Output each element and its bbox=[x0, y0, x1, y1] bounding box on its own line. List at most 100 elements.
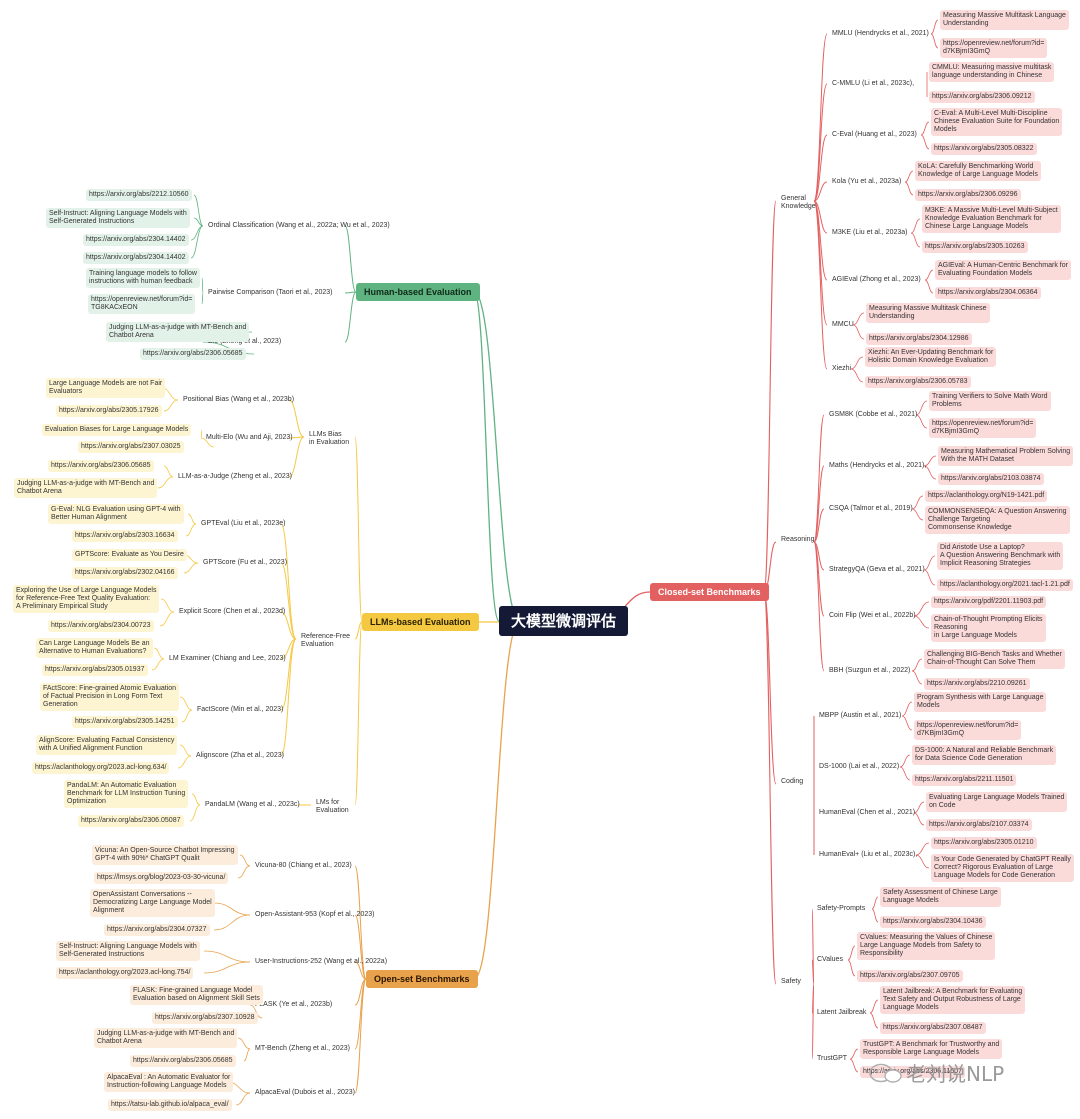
llm-group-1-4: FactScore (Min et al., 2023) bbox=[197, 706, 284, 713]
connector bbox=[163, 465, 174, 478]
connector bbox=[901, 715, 913, 731]
llm-leaf-1-3-1: https://arxiv.org/abs/2305.01937 bbox=[42, 664, 148, 676]
llm-leaf-1-0-1: https://arxiv.org/abs/2303.16634 bbox=[72, 530, 178, 542]
closed-leaf-3-1-1: https://arxiv.org/abs/2307.09705 bbox=[857, 970, 963, 982]
connector bbox=[200, 437, 215, 448]
connector bbox=[923, 455, 937, 467]
connector bbox=[160, 598, 175, 613]
connector bbox=[847, 945, 856, 961]
connector bbox=[811, 983, 815, 1060]
closed-leaf-1-2-0: https://aclanthology.org/N19-1421.pdf bbox=[925, 490, 1048, 502]
connector bbox=[813, 200, 828, 326]
connector bbox=[811, 959, 815, 985]
open-group-2: User-Instructions-252 (Wang et al., 2022… bbox=[255, 958, 388, 965]
connector bbox=[899, 766, 911, 781]
connector bbox=[813, 33, 828, 202]
connector bbox=[911, 508, 924, 521]
connector bbox=[763, 200, 777, 593]
open-group-4: MT-Bench (Zheng et al., 2023) bbox=[255, 1045, 350, 1052]
human-leaf-1-1: https://openreview.net/forum?id= TG8KACx… bbox=[88, 294, 196, 314]
connector bbox=[849, 1058, 859, 1073]
connector bbox=[239, 854, 251, 867]
closed-leaf-0-4-1: https://arxiv.org/abs/2305.10263 bbox=[922, 241, 1028, 253]
connector bbox=[354, 865, 367, 980]
connector bbox=[151, 658, 165, 671]
connector bbox=[280, 611, 297, 640]
closed-sub-0: General Knowledge bbox=[781, 195, 816, 210]
closed-group-0-3: Kola (Yu et al., 2023a) bbox=[832, 178, 902, 185]
connector bbox=[185, 523, 197, 537]
closed-leaf-0-2-1: https://arxiv.org/abs/2305.08322 bbox=[931, 143, 1037, 155]
closed-sub-3: Safety bbox=[781, 978, 801, 985]
llm-sub-2: LMs for Evaluation bbox=[316, 799, 349, 814]
connector bbox=[852, 312, 865, 326]
closed-leaf-2-2-1: https://arxiv.org/abs/2107.03374 bbox=[926, 819, 1032, 831]
closed-group-1-2: CSQA (Talmor et al., 2019) bbox=[829, 505, 913, 512]
llm-group-1-5: Alignscore (Zha et al., 2023) bbox=[196, 752, 284, 759]
closed-leaf-1-0-0: Training Verifiers to Solve Math Word Pr… bbox=[929, 391, 1051, 411]
connector bbox=[153, 647, 165, 660]
closed-leaf-0-7-0: Xiezhi: An Ever-Updating Benchmark for H… bbox=[865, 347, 997, 367]
human-leaf-0-2: https://arxiv.org/abs/2304.14402 bbox=[83, 234, 189, 246]
connector bbox=[179, 696, 193, 711]
connector bbox=[157, 476, 174, 489]
llm-leaf-1-1-0: GPTScore: Evaluate as You Desire bbox=[72, 549, 187, 561]
connector bbox=[923, 555, 936, 571]
connector bbox=[849, 1048, 859, 1060]
closed-group-0-6: MMCU bbox=[832, 321, 854, 328]
connector bbox=[924, 279, 934, 294]
llm-group-1-0: GPTEval (Liu et al., 2023e) bbox=[201, 520, 286, 527]
wechat-logo-icon bbox=[869, 1063, 902, 1083]
closed-sub-2: Coding bbox=[781, 778, 804, 785]
connector bbox=[344, 291, 357, 343]
open-leaf-3-0: FLASK: Fine-grained Language Model Evalu… bbox=[130, 985, 263, 1005]
connector bbox=[871, 908, 879, 923]
connector bbox=[915, 854, 930, 869]
connector bbox=[913, 601, 930, 617]
llm-group-1-1: GPTScore (Fu et al., 2023) bbox=[203, 559, 288, 566]
closed-leaf-0-5-1: https://arxiv.org/abs/2304.06364 bbox=[935, 287, 1041, 299]
llm-leaf-1-4-1: https://arxiv.org/abs/2305.14251 bbox=[72, 716, 178, 728]
closed-leaf-2-2-0: Evaluating Large Language Models Trained… bbox=[926, 792, 1068, 812]
closed-group-0-4: M3KE (Liu et al., 2023a) bbox=[832, 229, 908, 236]
connector bbox=[213, 914, 251, 931]
connector bbox=[813, 83, 828, 202]
connector bbox=[193, 217, 204, 227]
closed-leaf-3-2-0: Latent Jailbreak: A Benchmark for Evalua… bbox=[880, 986, 1026, 1014]
connector bbox=[189, 804, 201, 822]
connector bbox=[850, 368, 864, 383]
closed-group-3-1: CValues bbox=[817, 956, 843, 963]
llm-leaf-1-3-0: Can Large Language Models Be an Alternat… bbox=[36, 638, 153, 658]
llm-leaf-0-2-0: https://arxiv.org/abs/2306.05685 bbox=[48, 460, 154, 472]
llm-leaf-1-0-0: G-Eval: NLG Evaluation using GPT-4 with … bbox=[48, 504, 184, 524]
closed-group-0-2: C-Eval (Huang et al., 2023) bbox=[832, 131, 917, 138]
connector bbox=[911, 670, 923, 685]
closed-leaf-1-1-0: Measuring Mathematical Problem Solving W… bbox=[938, 446, 1074, 466]
connector bbox=[237, 1037, 251, 1050]
llm-group-0-0: Positional Bias (Wang et al., 2023b) bbox=[183, 396, 295, 403]
connector bbox=[847, 959, 856, 977]
open-leaf-5-0: AlpacaEval : An Automatic Evaluator for … bbox=[104, 1072, 234, 1092]
connector bbox=[920, 134, 930, 150]
open-leaf-3-1: https://arxiv.org/abs/2307.10928 bbox=[152, 1012, 258, 1024]
connector bbox=[915, 400, 928, 416]
closed-leaf-0-4-0: M3KE: A Massive Multi-Level Multi-Subjec… bbox=[922, 205, 1061, 233]
connector bbox=[913, 801, 925, 814]
llm-leaf-0-0-0: Large Language Models are not Fair Evalu… bbox=[46, 378, 166, 398]
connector bbox=[913, 812, 925, 826]
llm-group-1-3: LM Examiner (Chiang and Lee, 2023) bbox=[169, 655, 286, 662]
closed-sub-1: Reasoning bbox=[781, 536, 815, 543]
open-group-0: Vicuna-80 (Chiang et al., 2023) bbox=[255, 862, 352, 869]
closed-group-3-2: Latent Jailbreak bbox=[817, 1009, 867, 1016]
llm-leaf-0-1-0: Evaluation Biases for Large Language Mod… bbox=[42, 424, 192, 436]
connector bbox=[763, 591, 777, 985]
human-leaf-2-0: Judging LLM-as-a-judge with MT-Bench and… bbox=[106, 322, 250, 342]
connector bbox=[915, 842, 930, 856]
llm-sub-0: LLMs Bias in Evaluation bbox=[309, 431, 350, 446]
connector bbox=[473, 620, 521, 980]
human-leaf-1-0: Training language models to follow instr… bbox=[86, 268, 200, 288]
connector bbox=[237, 865, 251, 879]
human-leaf-0-3: https://arxiv.org/abs/2304.14402 bbox=[83, 252, 189, 264]
connector bbox=[193, 194, 204, 227]
